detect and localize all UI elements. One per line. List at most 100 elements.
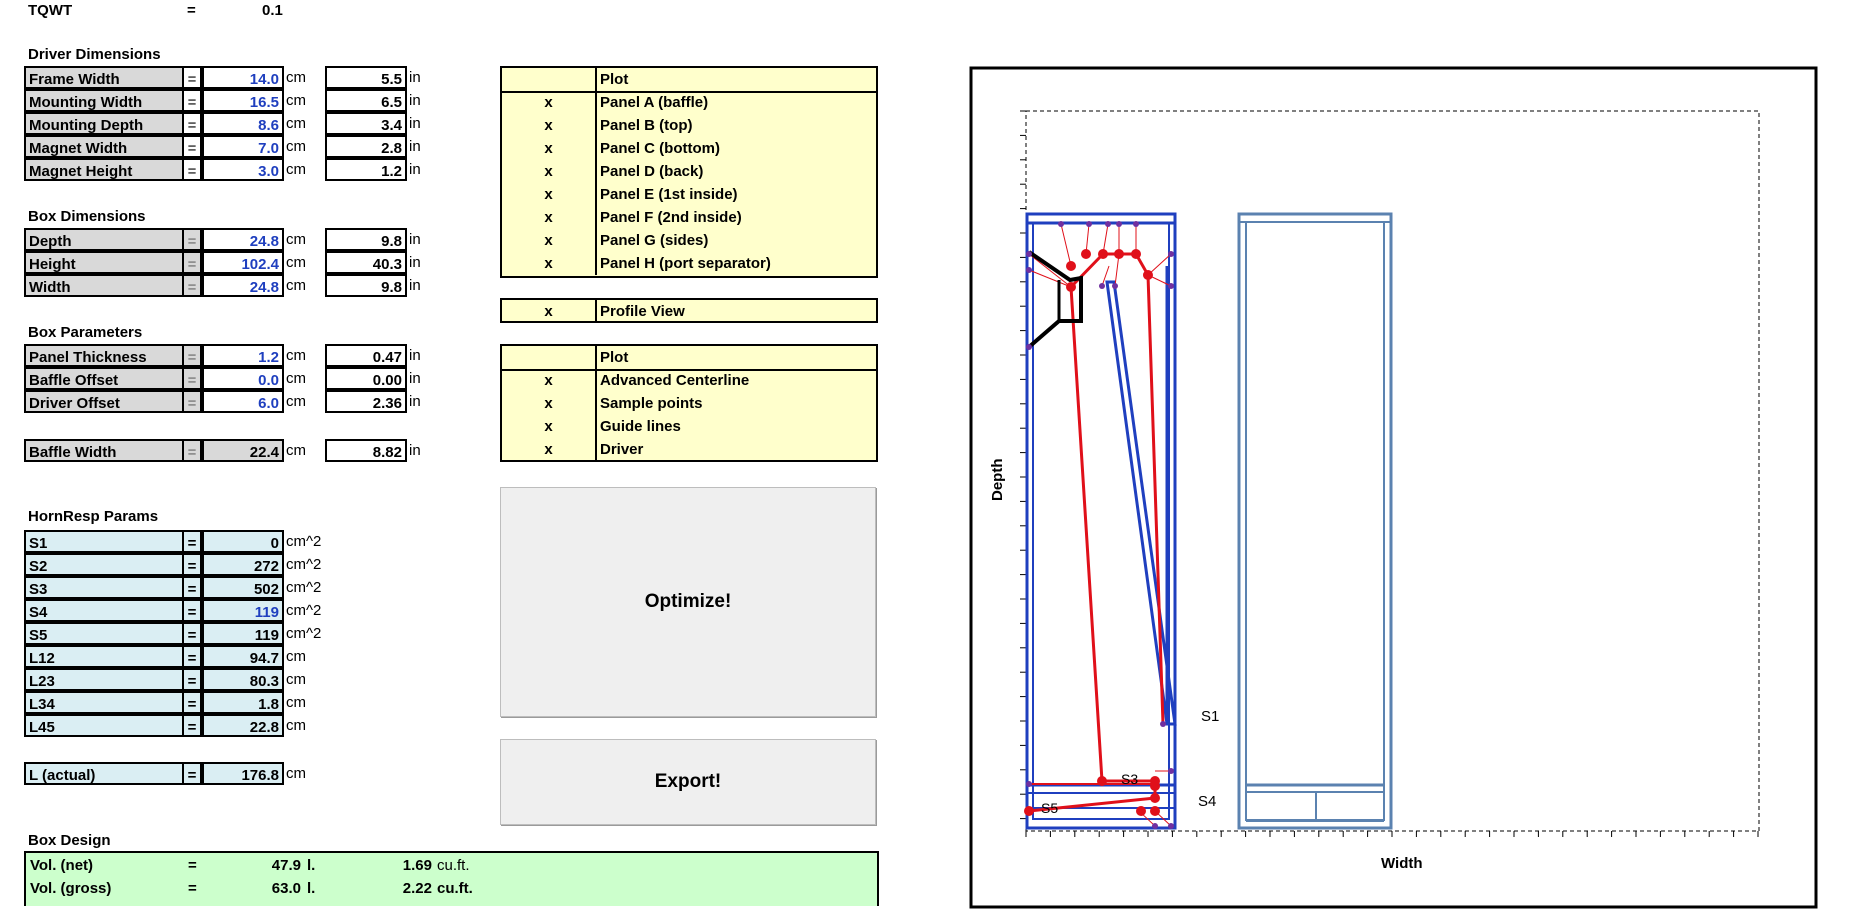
profile-view-mark[interactable]: x [544,303,553,320]
sample-point [1081,249,1091,259]
hornresp-value[interactable]: 119 [202,599,284,622]
param-row-cm-input[interactable]: 6.0 [202,390,284,413]
baffle-width-in: 8.82 [325,439,407,462]
plot-panel-label: Panel G (sides) [595,229,876,252]
hornresp-unit: cm [286,717,306,734]
sample-point [1066,282,1076,292]
plot-option-mark[interactable]: x [544,441,553,458]
plot-option-item[interactable]: x Driver [502,438,876,461]
plot-panel-label: Panel D (back) [595,160,876,183]
driver-row-equals: = [182,135,202,158]
box-row-cm-input[interactable]: 24.8 [202,228,284,251]
tqwt-value[interactable]: 0.1 [262,2,283,19]
vol-gross-l-unit: l. [307,880,316,897]
hornresp-label: S4 [24,599,184,622]
plot-panel-label: Panel A (baffle) [595,91,876,114]
driver-row-cm-input[interactable]: 8.6 [202,112,284,135]
plot-option-mark[interactable]: x [544,418,553,435]
driver-row-in-value: 1.2 [325,158,407,181]
side-view [1237,212,1393,830]
hornresp-unit: cm^2 [286,556,322,573]
plot-panel-item[interactable]: x Panel A (baffle) [502,91,876,114]
enclosure-outer [1025,212,1177,830]
box-row-cm-input[interactable]: 24.8 [202,274,284,297]
plot-panel-mark[interactable]: x [544,186,553,203]
vol-net-l-unit: l. [307,857,316,874]
guide-point [1133,221,1139,227]
box-row-in-value: 9.8 [325,228,407,251]
box-row-in-value: 9.8 [325,274,407,297]
plot-option-label: Driver [595,438,876,461]
driver-row-cm-input[interactable]: 14.0 [202,66,284,89]
plot-panel-mark[interactable]: x [544,117,553,134]
param-row-label: Panel Thickness [24,344,184,367]
plot-panel-mark[interactable]: x [544,94,553,111]
driver-row-in-unit: in [409,138,421,155]
plot-option-mark[interactable]: x [544,395,553,412]
label-s4: S4 [1198,793,1216,810]
hornresp-label: L34 [24,691,184,714]
box-row-cm-input[interactable]: 102.4 [202,251,284,274]
guide-line-7 [1085,223,1090,255]
plot-panel-mark[interactable]: x [544,140,553,157]
plot-option-item[interactable]: x Advanced Centerline [502,369,876,392]
hornresp-equals: = [182,553,202,576]
hornresp-equals: = [182,622,202,645]
profile-view-row[interactable]: x Profile View [500,298,878,323]
optimize-button[interactable]: Optimize! [500,487,876,717]
guide-point [1105,221,1111,227]
sample-point [1098,249,1108,259]
box-row-equals: = [182,274,202,297]
hornresp-value: 80.3 [202,668,284,691]
guide-point [1026,267,1032,273]
hornresp-value: 0 [202,530,284,553]
param-row-cm-input[interactable]: 0.0 [202,367,284,390]
box-row-cm-unit: cm [286,231,306,248]
vol-net-equals: = [188,857,197,874]
driver-row-label: Frame Width [24,66,184,89]
plot-panel-mark[interactable]: x [544,232,553,249]
guide-point [1112,283,1118,289]
plot-option-mark[interactable]: x [544,372,553,389]
driver-row-label: Mounting Depth [24,112,184,135]
driver-row-in-unit: in [409,69,421,86]
plot-option-label: Advanced Centerline [595,369,876,392]
l-actual-value: 176.8 [202,762,284,785]
box-row-cm-unit: cm [286,254,306,271]
hornresp-value: 272 [202,553,284,576]
driver-row-cm-input[interactable]: 7.0 [202,135,284,158]
plot-panel-mark[interactable]: x [544,163,553,180]
hornresp-equals: = [182,530,202,553]
box-row-label: Width [24,274,184,297]
plot-panel-mark[interactable]: x [544,255,553,272]
param-row-in-unit: in [409,370,421,387]
param-row-equals: = [182,390,202,413]
guide-line-14 [1114,253,1120,287]
baffle-width-in-unit: in [409,442,421,459]
hornresp-unit: cm^2 [286,533,322,550]
driver-row-cm-input[interactable]: 3.0 [202,158,284,181]
sample-point [1150,793,1160,803]
baffle-width-label: Baffle Width [24,439,184,462]
driver-row-cm-input[interactable]: 16.5 [202,89,284,112]
plot-panel-mark[interactable]: x [544,209,553,226]
vol-gross-cuft-unit: cu.ft. [437,880,473,897]
driver-dimensions-title: Driver Dimensions [28,46,161,63]
plot-panel-item[interactable]: x Panel D (back) [502,160,876,183]
param-row-cm-input[interactable]: 1.2 [202,344,284,367]
guide-point [1168,283,1174,289]
box-row-cm-unit: cm [286,277,306,294]
export-button[interactable]: Export! [500,739,876,825]
guide-point [1026,344,1032,350]
plot-panel-item[interactable]: x Panel G (sides) [502,229,876,252]
vol-net-liters: 47.9 [271,857,301,874]
plot-options-header: Plot [502,346,876,371]
